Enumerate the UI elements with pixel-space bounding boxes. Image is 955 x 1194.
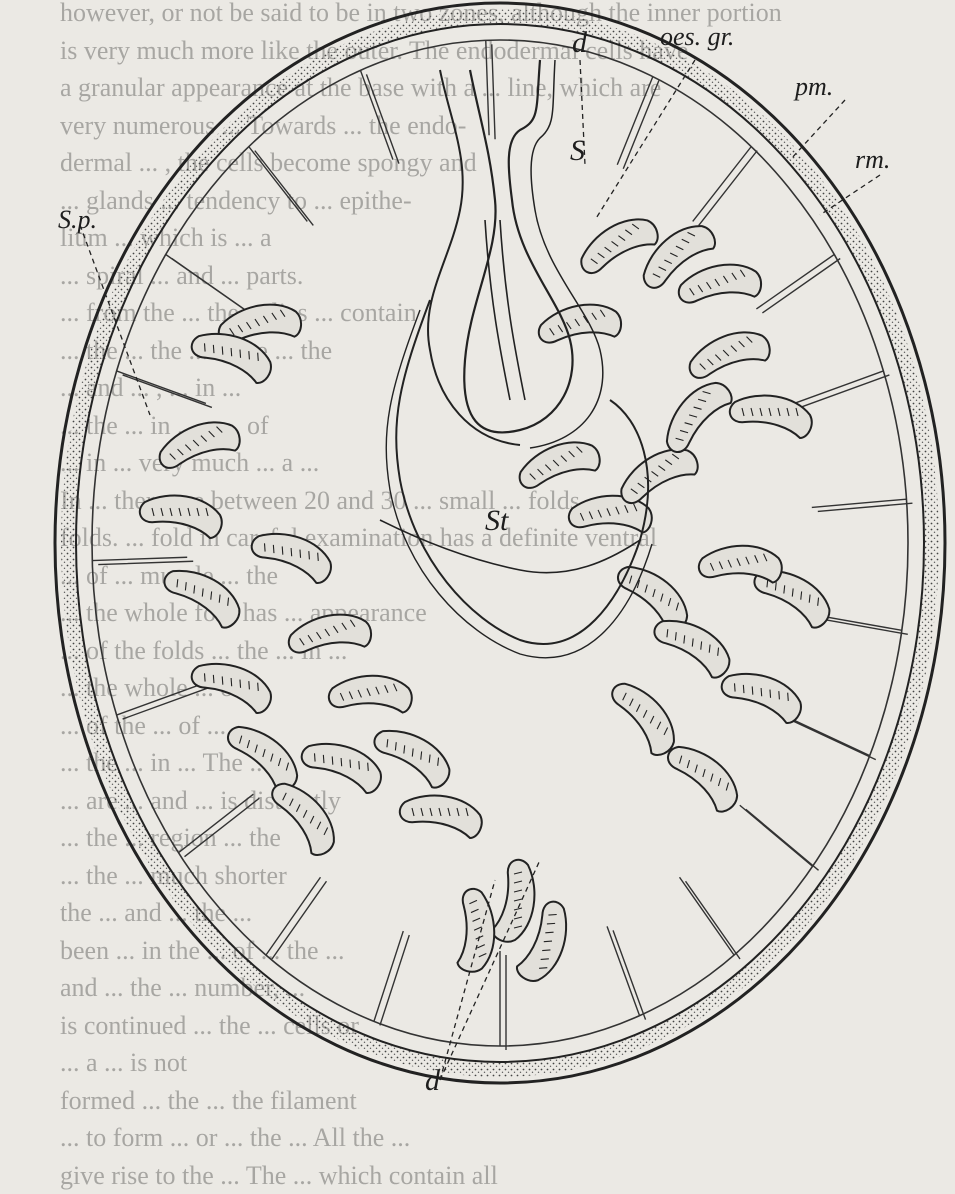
label-d-bottom: d (425, 1064, 441, 1097)
mesentery-septum (166, 254, 250, 312)
mesentery-septum (360, 70, 398, 163)
background-text-line: give rise to the ... The ... which conta… (60, 1157, 955, 1194)
label-pm: pm. (793, 72, 833, 101)
background-text-line: ... to form ... or ... the ... All the .… (60, 1119, 955, 1157)
gastric-filament (326, 669, 414, 725)
pointer-pm (790, 100, 845, 160)
gastric-filament (656, 739, 748, 817)
gastric-filament (683, 318, 775, 396)
gastric-filament (258, 775, 348, 860)
mesentery-septum (117, 371, 212, 407)
mesentery-septum (794, 371, 889, 407)
gastric-filament (445, 886, 501, 974)
mesentery-septum (486, 40, 495, 139)
gastric-filament (659, 372, 737, 464)
mesentery-septum (812, 499, 913, 511)
gastric-filament (492, 860, 534, 942)
stomodaeum (380, 60, 652, 658)
gastric-filament (297, 739, 385, 795)
mesentery-septum (117, 683, 212, 719)
label-oes-gr: oes. gr. (660, 22, 734, 51)
label-sp: S.p. (58, 205, 97, 234)
gastric-filament (216, 719, 308, 797)
gastric-filament (156, 563, 247, 631)
mesentery-septum (617, 77, 659, 169)
label-rm: rm. (855, 145, 890, 174)
gastric-filament (187, 329, 275, 385)
mesentery-septum (92, 557, 193, 564)
mesentery-septum (500, 951, 506, 1050)
gastric-filament (247, 529, 335, 585)
label-st: St (485, 504, 509, 537)
gastric-filament (284, 603, 375, 671)
mesentery-septum (784, 715, 876, 759)
gastric-filament (140, 496, 222, 538)
gastric-folds (140, 204, 838, 985)
mesentery-septum (178, 794, 259, 856)
mesentery-septum (756, 254, 840, 312)
mesentery-septum (680, 877, 740, 959)
mesentery-septum (693, 147, 757, 226)
gastric-filament (717, 669, 805, 725)
anatomical-diagram: d oes. gr. pm. rm. S S.p. St d (0, 0, 955, 1097)
gastric-filament (153, 408, 245, 486)
mesentery-septum (740, 805, 819, 870)
label-s: S (570, 134, 585, 167)
label-d-top: d (572, 26, 588, 59)
gastric-filament (187, 659, 275, 715)
gastric-filament (400, 796, 482, 838)
gastric-filament (646, 613, 737, 681)
gastric-filament (674, 253, 765, 321)
pointer-oes-gr (595, 60, 695, 220)
mesentery-septum (266, 877, 326, 959)
mesentery-septum (374, 931, 409, 1025)
mesentery-septum (607, 926, 645, 1019)
gastric-filament (534, 293, 625, 361)
mesentery-septum (249, 147, 313, 226)
